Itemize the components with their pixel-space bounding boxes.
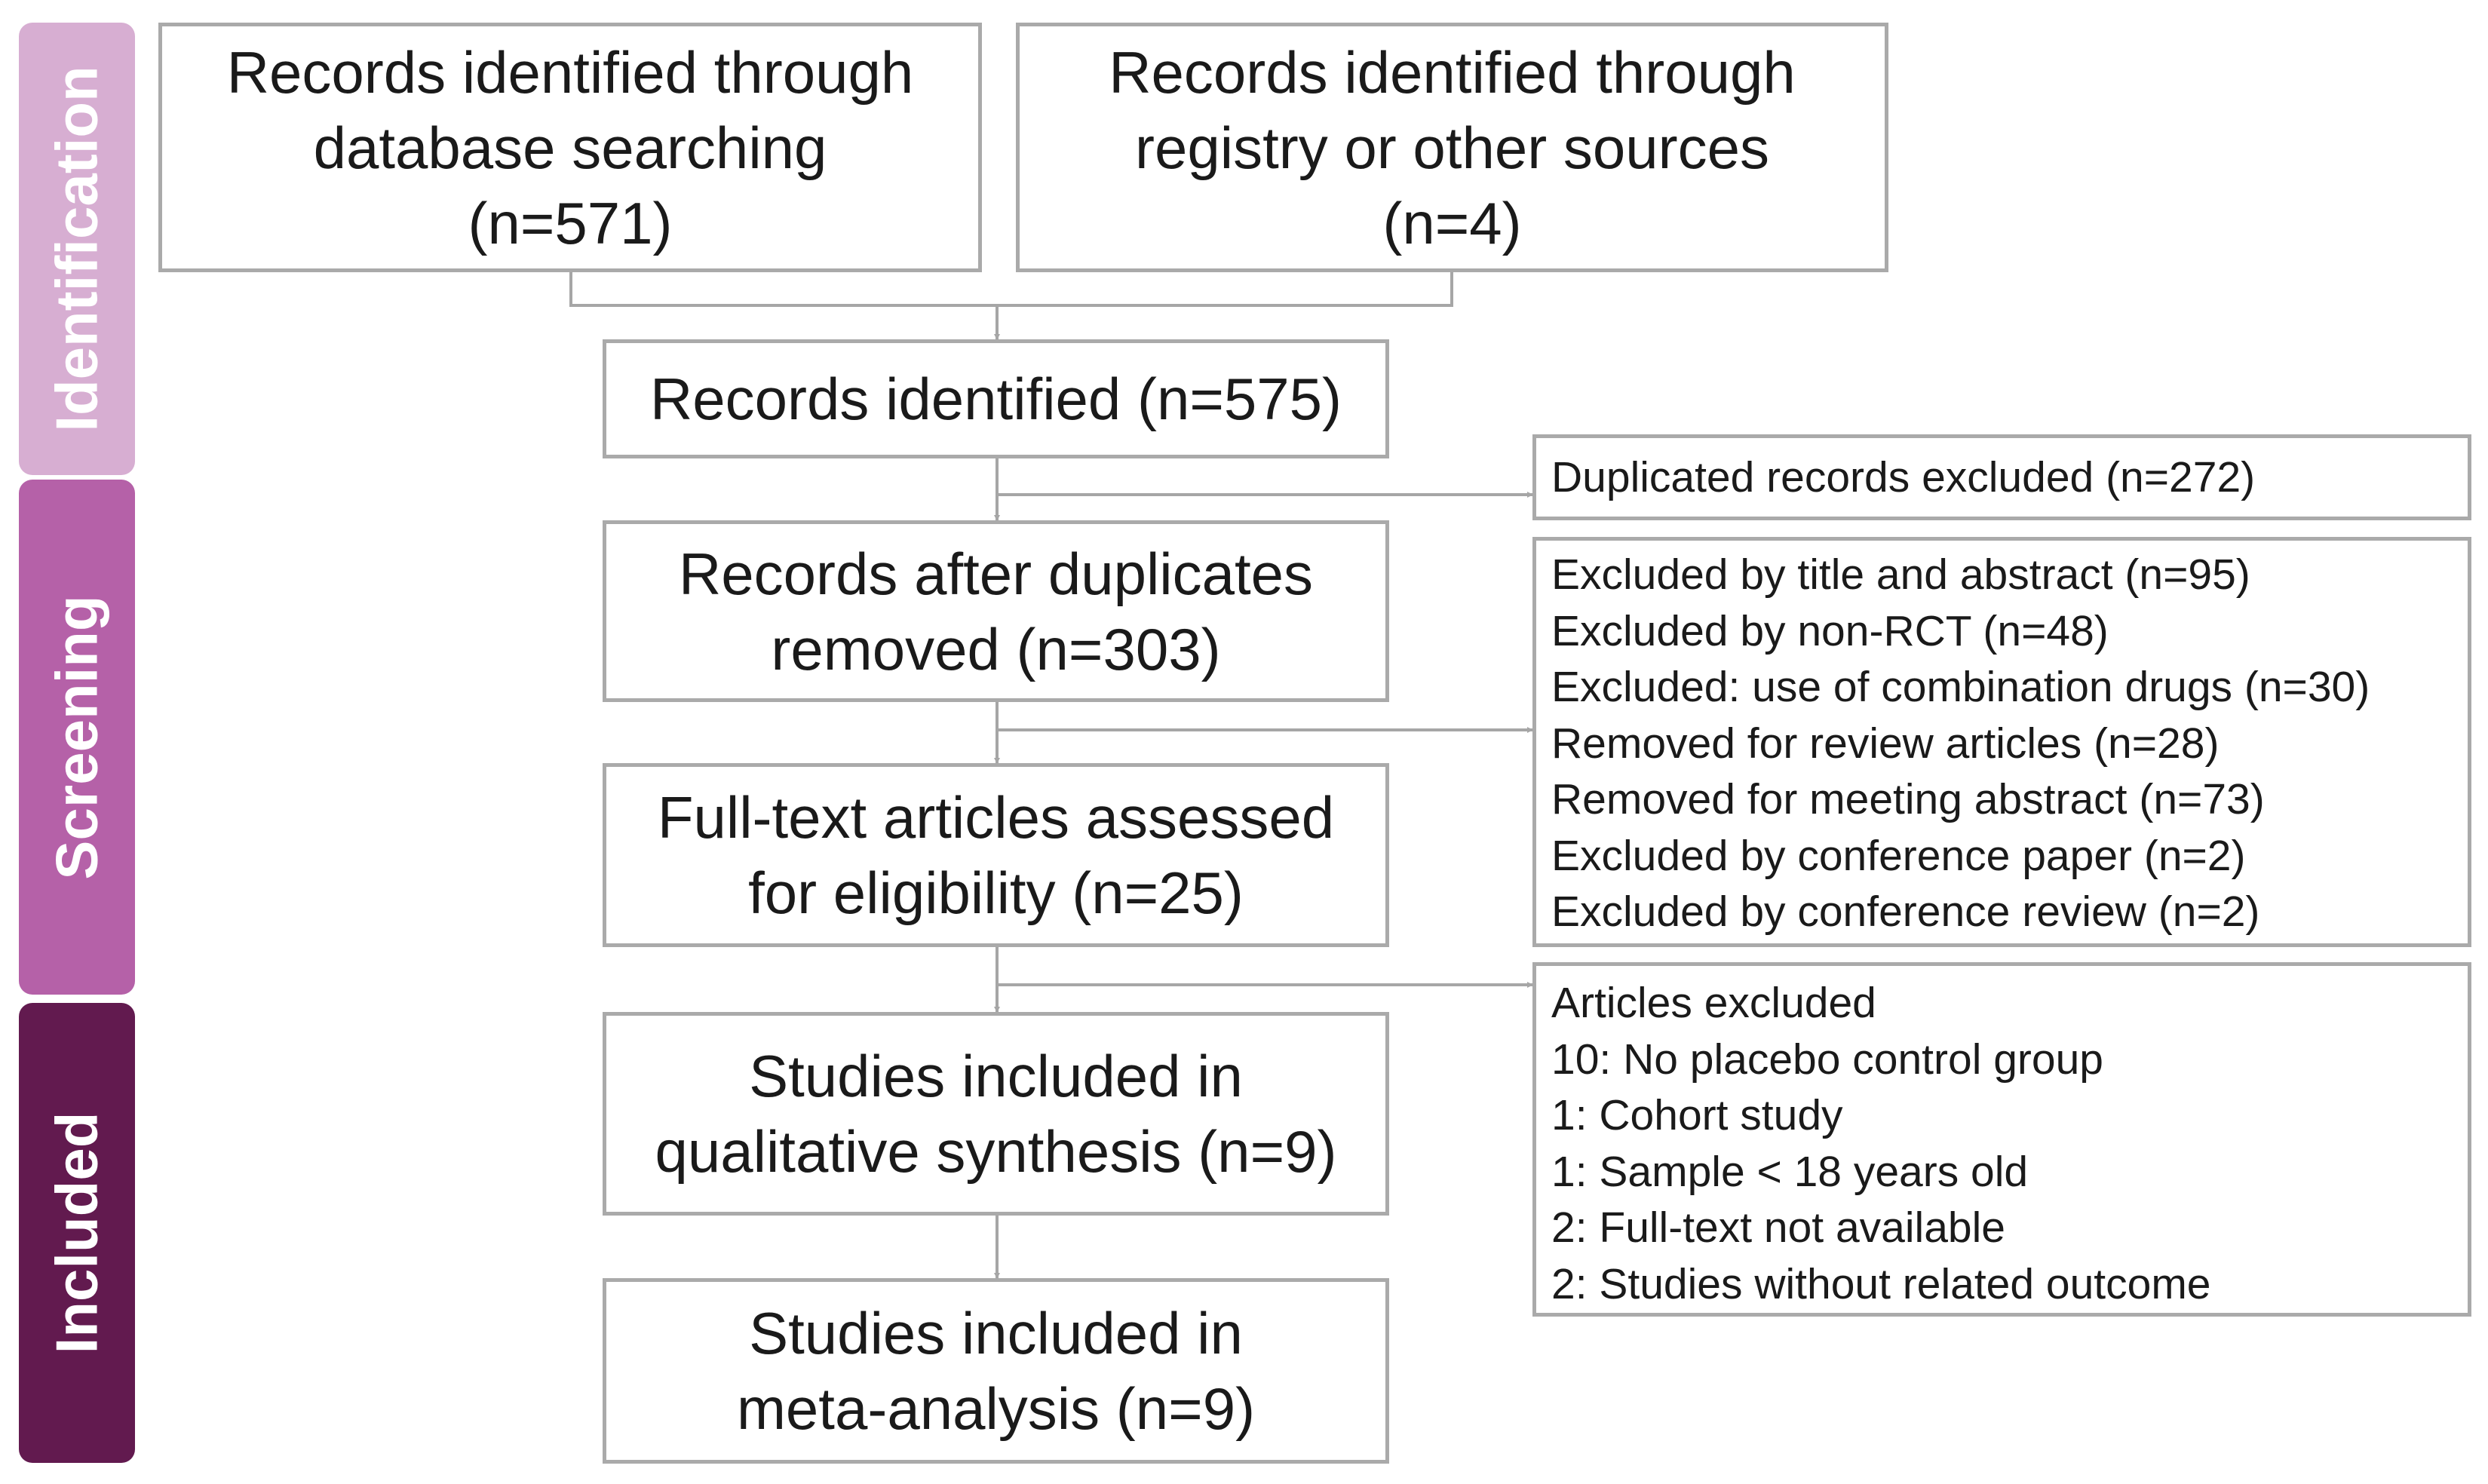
exclusion-item: 1: Sample < 18 years old: [1551, 1147, 2029, 1196]
after-duplicates-line-2: removed (n=303): [771, 615, 1221, 682]
registry-sources-box: Records identified through registry or o…: [1016, 23, 1888, 272]
database-search-box: Records identified through database sear…: [158, 23, 982, 272]
duplicates-excluded-box: Duplicated records excluded (n=272): [1532, 434, 2471, 520]
registry-sources-line-2: registry or other sources: [1135, 114, 1769, 181]
exclusion-item: 2: Full-text not available: [1551, 1203, 2005, 1252]
qualitative-synthesis-box: Studies included in qualitative synthesi…: [603, 1012, 1389, 1216]
eligibility-exclusions-box: Articles excluded 10: No placebo control…: [1532, 962, 2471, 1317]
exclusion-item: Excluded: use of combination drugs (n=30…: [1551, 663, 2370, 711]
registry-sources-line-3: (n=4): [1382, 189, 1522, 256]
qualitative-line-1: Studies included in: [749, 1043, 1243, 1109]
duplicates-excluded-text: Duplicated records excluded (n=272): [1551, 453, 2256, 501]
after-duplicates-line-1: Records after duplicates: [678, 540, 1314, 607]
full-text-line-1: Full-text articles assessed: [657, 784, 1335, 851]
database-search-line-2: database searching: [313, 114, 827, 181]
exclusion-item: Removed for review articles (n=28): [1551, 719, 2220, 768]
meta-analysis-line-2: meta-analysis (n=9): [736, 1375, 1256, 1442]
database-search-line-1: Records identified through: [226, 38, 914, 106]
exclusion-item: Removed for meeting abstract (n=73): [1551, 775, 2265, 823]
exclusion-item: 2: Studies without related outcome: [1551, 1259, 2211, 1308]
identification-stage-tab: Identification: [19, 23, 135, 475]
screening-exclusions-box: Excluded by title and abstract (n=95) Ex…: [1532, 537, 2471, 947]
records-identified-box: Records identified (n=575): [603, 339, 1389, 458]
meta-analysis-line-1: Studies included in: [749, 1300, 1243, 1366]
database-search-line-3: (n=571): [468, 189, 673, 256]
eligibility-exclusions-heading: Articles excluded: [1551, 979, 1876, 1027]
full-text-box: Full-text articles assessed for eligibil…: [603, 763, 1389, 947]
screening-stage-tab: Screening: [19, 480, 135, 995]
full-text-line-2: for eligibility (n=25): [748, 860, 1244, 926]
records-identified-text: Records identified (n=575): [649, 366, 1342, 432]
exclusion-item: Excluded by conference review (n=2): [1551, 888, 2260, 936]
meta-analysis-box: Studies included in meta-analysis (n=9): [603, 1278, 1389, 1464]
after-duplicates-box: Records after duplicates removed (n=303): [603, 520, 1389, 702]
qualitative-line-2: qualitative synthesis (n=9): [655, 1118, 1337, 1185]
included-stage-tab: Included: [19, 1003, 135, 1463]
registry-sources-line-1: Records identified through: [1109, 38, 1796, 106]
exclusion-item: Excluded by conference paper (n=2): [1551, 831, 2246, 880]
exclusion-item: 1: Cohort study: [1551, 1091, 1843, 1139]
exclusion-item: Excluded by title and abstract (n=95): [1551, 550, 2250, 599]
exclusion-item: Excluded by non-RCT (n=48): [1551, 606, 2109, 655]
exclusion-item: 10: No placebo control group: [1551, 1035, 2103, 1084]
